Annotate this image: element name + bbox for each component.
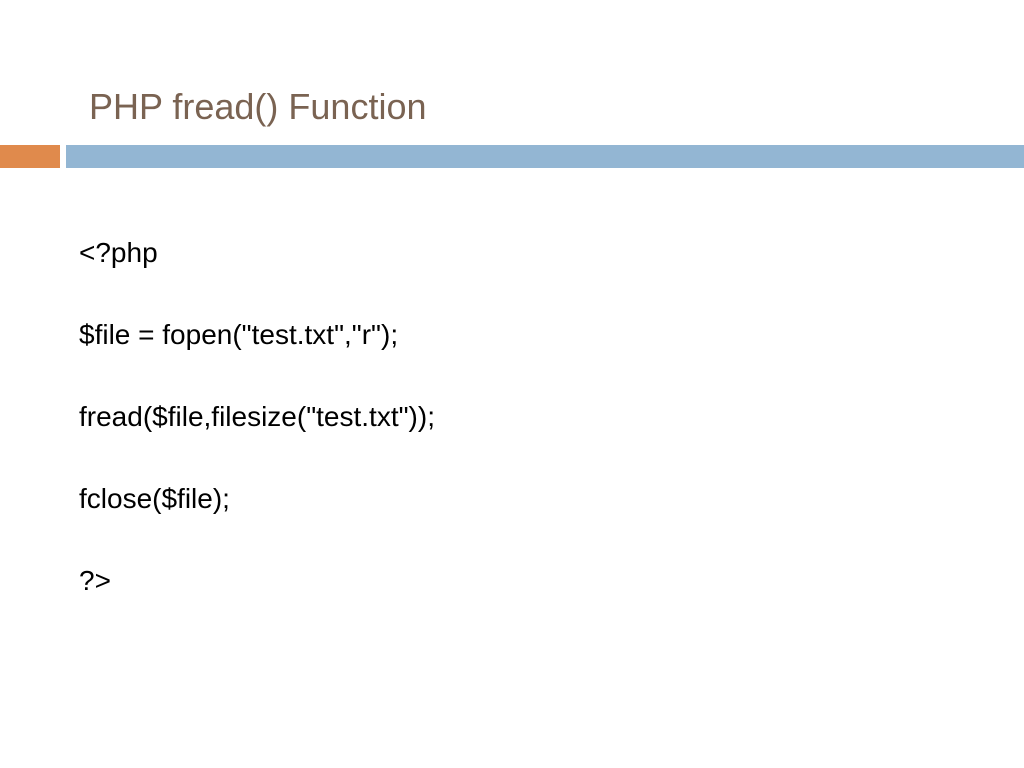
- code-block: <?php $file = fopen("test.txt","r"); fre…: [79, 232, 435, 642]
- code-line-fread: fread($file,filesize("test.txt"));: [79, 401, 435, 432]
- code-line-fopen: $file = fopen("test.txt","r");: [79, 319, 399, 350]
- title-underline-bar: [66, 145, 1024, 168]
- accent-bar: [0, 145, 60, 168]
- code-line-close-tag: ?>: [79, 565, 111, 596]
- code-line-fclose: fclose($file);: [79, 483, 230, 514]
- code-line-open-tag: <?php: [79, 237, 158, 268]
- slide-title: PHP fread() Function: [89, 86, 427, 127]
